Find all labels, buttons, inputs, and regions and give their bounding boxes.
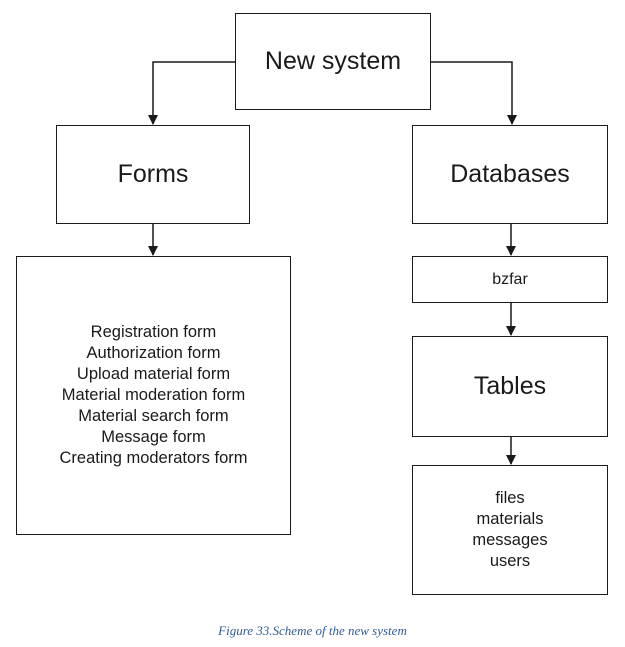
- arrow-root-to-databases: [431, 61, 517, 125]
- list-item: Material moderation form: [61, 386, 246, 404]
- list-item: files: [495, 489, 525, 507]
- list-item: Message form: [101, 428, 206, 446]
- tables-node: Tables: [412, 336, 608, 437]
- tables-list-node: files materials messages users: [412, 465, 608, 595]
- databases-label: Databases: [450, 160, 570, 188]
- tables-label: Tables: [473, 372, 547, 400]
- forms-list-node: Registration form Authorization form Upl…: [16, 256, 291, 535]
- list-item: Authorization form: [86, 344, 221, 362]
- forms-label: Forms: [117, 160, 189, 188]
- list-item: materials: [476, 510, 544, 528]
- list-item: Material search form: [78, 407, 229, 425]
- database-name-label: bzfar: [492, 270, 528, 288]
- figure-caption: Figure 33.Scheme of the new system: [218, 623, 407, 638]
- list-item: Creating moderators form: [59, 449, 248, 467]
- databases-node: Databases: [412, 125, 608, 224]
- tables-list: files materials messages users: [472, 488, 547, 572]
- root-label: New system: [264, 47, 402, 75]
- forms-list: Registration form Authorization form Upl…: [60, 322, 248, 469]
- list-item: Registration form: [90, 323, 217, 341]
- list-item: messages: [472, 531, 548, 549]
- forms-node: Forms: [56, 125, 250, 224]
- database-name-node: bzfar: [412, 256, 608, 303]
- list-item: users: [489, 552, 531, 570]
- arrow-root-to-forms: [148, 61, 235, 125]
- root-node: New system: [235, 13, 431, 110]
- list-item: Upload material form: [76, 365, 231, 383]
